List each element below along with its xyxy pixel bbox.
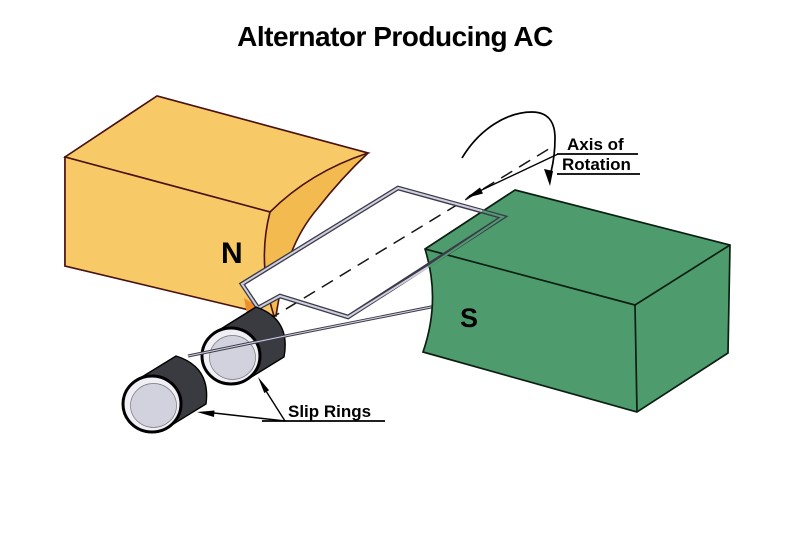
south-magnet: S: [421, 189, 731, 413]
slip-ring-lower-bore: [130, 383, 177, 428]
axis-centerline: [267, 146, 553, 321]
axis-label-line1: Axis of: [567, 135, 624, 154]
south-magnet-front-right-edge: [634, 304, 638, 413]
page-title: Alternator Producing AC: [237, 21, 553, 52]
slip-ring-lower: [121, 355, 208, 434]
slip-rings-label: Slip Rings: [288, 402, 371, 421]
axis-leader-line: [468, 153, 559, 197]
south-pole-label: S: [460, 303, 478, 333]
slip-rings-leader-lower: [213, 412, 286, 422]
slip-rings-callout: Slip Rings: [197, 377, 385, 422]
south-magnet-top-right-edge: [634, 244, 731, 306]
north-magnet: N: [63, 95, 371, 318]
armature-loop-interior: [242, 188, 503, 317]
axis-leader-arrowhead-icon: [466, 187, 483, 198]
rotation-arrow: [461, 111, 556, 186]
north-pole-label: N: [221, 237, 243, 270]
slip-rings-arrowhead-upper-icon: [258, 377, 270, 393]
slip-rings-leader-upper: [265, 390, 286, 422]
rotation-arrowhead-icon: [544, 169, 553, 186]
axle-rod-lower: [187, 333, 291, 358]
slip-ring-upper-bore: [209, 335, 256, 380]
south-magnet-body: [421, 189, 731, 413]
south-magnet-top-front-edge: [424, 248, 636, 306]
axis-of-rotation-callout: Axis of Rotation: [466, 135, 640, 198]
axis-label-line2: Rotation: [562, 155, 631, 174]
axle-rod-upper: [289, 304, 437, 337]
slip-rings-arrowhead-lower-icon: [197, 410, 215, 417]
